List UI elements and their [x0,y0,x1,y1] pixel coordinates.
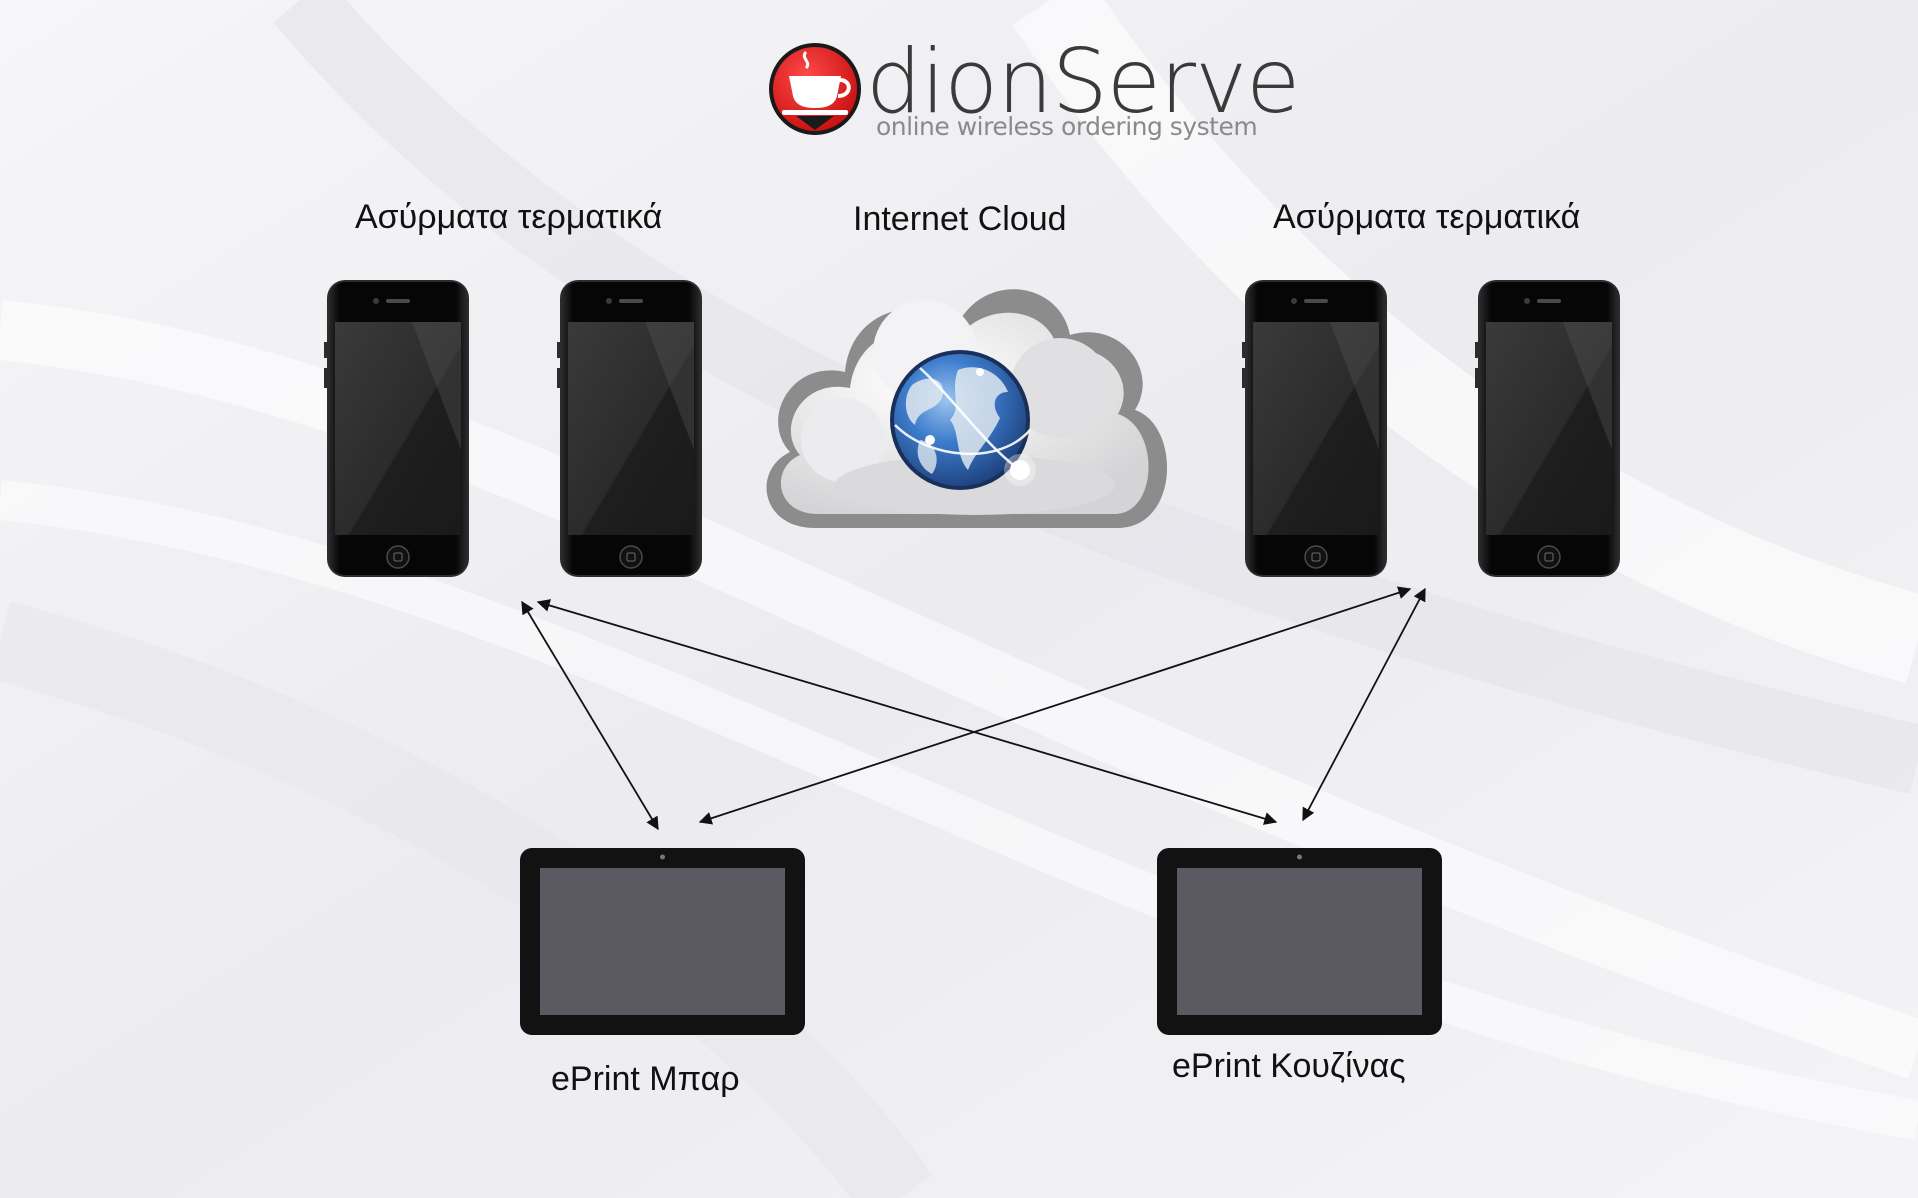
coffee-cup-icon [782,50,851,130]
label-internet-cloud: Internet Cloud [853,200,1067,238]
bidirectional-arrow [698,586,1412,825]
smartphone-icon [1242,280,1387,577]
connection-arrows [521,586,1426,831]
globe-icon [890,350,1036,490]
brand-tagline: online wireless ordering system [876,112,1258,141]
terminal-phones [324,280,1620,577]
smartphone-icon [557,280,702,577]
label-eprint-kitchen: ePrint Κουζίνας [1172,1047,1406,1085]
smartphone-icon [324,280,469,577]
label-eprint-bar: ePrint Μπαρ [551,1060,740,1098]
tablet-icon [520,848,805,1035]
tablet-icon [1157,848,1442,1035]
internet-cloud-icon [766,289,1168,528]
smartphone-icon [1475,280,1620,577]
label-left-terminals: Ασύρματα τερματικά [355,198,663,236]
eprint-tablets [520,848,1442,1035]
brand-name: dionServe [866,30,1300,133]
brand-logo [769,43,861,135]
bidirectional-arrow [1302,587,1426,822]
label-right-terminals: Ασύρματα τερματικά [1273,198,1581,236]
